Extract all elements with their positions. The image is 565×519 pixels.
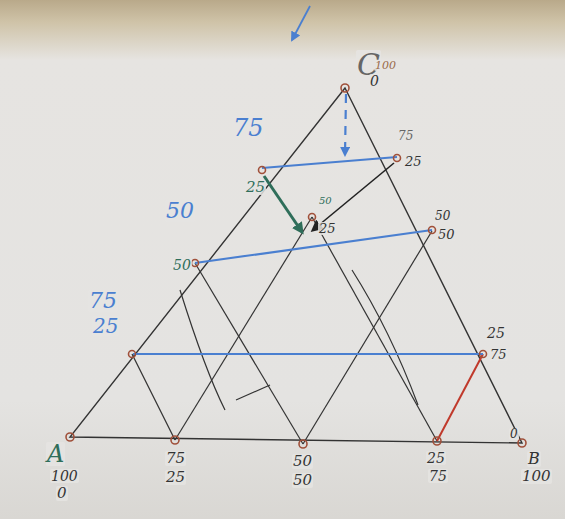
axis-value: 25 <box>245 180 266 195</box>
axis-value: 50 <box>437 228 456 241</box>
axis-value: 25 <box>165 470 186 485</box>
axis-value: 50 <box>172 258 192 272</box>
axis-value: 75 <box>489 348 508 361</box>
green-arrow <box>264 176 302 232</box>
tie-lines <box>133 157 483 354</box>
corner-letter: B <box>527 451 541 467</box>
axis-value: 25 <box>404 155 423 168</box>
dashed-arrow <box>345 94 346 155</box>
axis-value: 50 <box>318 196 333 206</box>
axis-value: 50 <box>434 210 451 222</box>
axis-value: 100 <box>50 469 79 483</box>
axis-value: 50 <box>292 473 313 488</box>
axis-value: 75 <box>428 469 448 483</box>
axis-value: 75 <box>232 116 265 140</box>
axis-value: 75 <box>397 130 414 142</box>
axis-value: 25 <box>486 326 506 340</box>
axis-value: 50 <box>292 454 313 469</box>
grid-lines <box>132 217 437 444</box>
axis-value: 75 <box>88 290 118 312</box>
axis-value: 25 <box>426 451 446 465</box>
black-arrow <box>313 163 394 230</box>
red-line <box>437 354 483 441</box>
points <box>66 84 526 448</box>
axis-value: 0 <box>56 486 68 501</box>
triangle-outline <box>70 88 522 443</box>
axis-value: 100 <box>521 469 552 484</box>
axis-value: 25 <box>318 222 337 235</box>
axis-value: 0 <box>369 74 380 88</box>
axis-value: 100 <box>374 60 397 71</box>
axis-value: 50 <box>165 200 195 222</box>
axis-value: 25 <box>92 316 119 336</box>
axis-value: 0 <box>509 428 519 440</box>
corner-letter: A <box>46 442 65 466</box>
axis-value: 75 <box>165 451 186 466</box>
pointer-arrow <box>292 6 310 40</box>
